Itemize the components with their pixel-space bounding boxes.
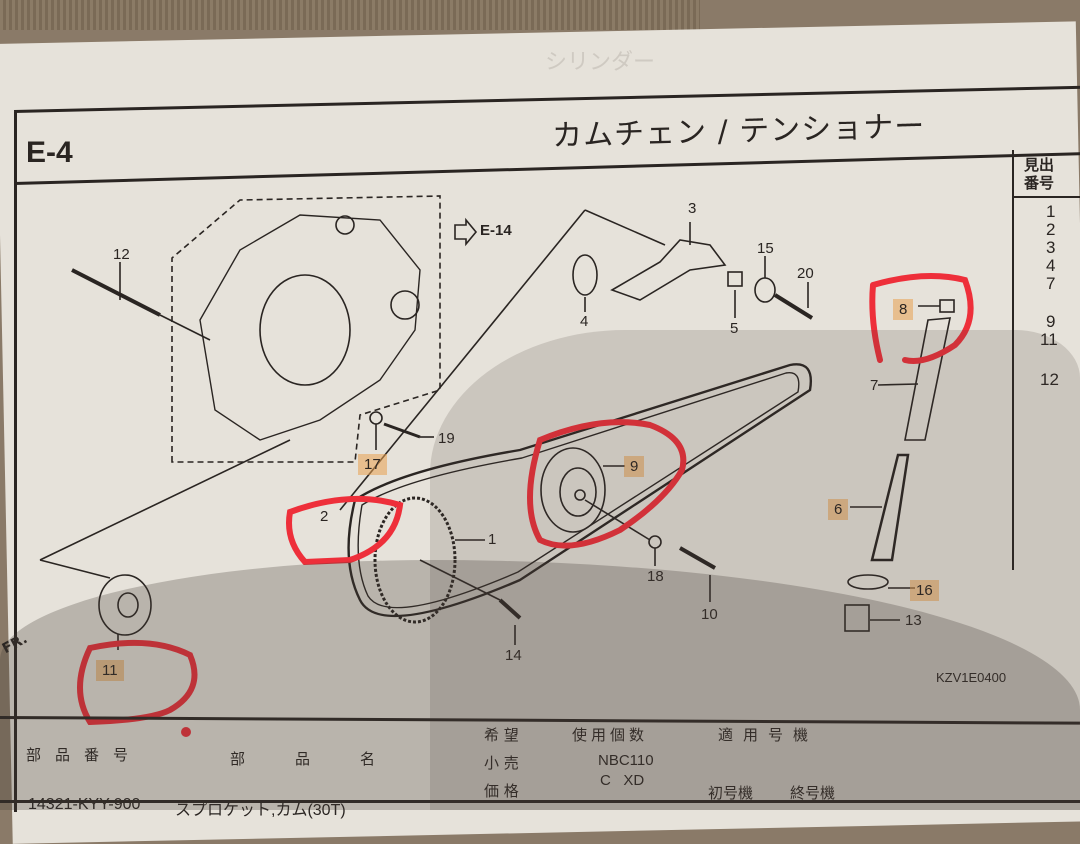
figure-code: KZV1E0400 <box>936 670 1007 685</box>
callout-18: 18 <box>647 568 664 585</box>
header-applicable-frame: 適用号機 <box>718 726 819 744</box>
page-frame <box>14 112 1080 812</box>
callout-10: 10 <box>701 606 718 623</box>
callout-15: 15 <box>757 240 774 257</box>
table-header-rule <box>0 800 1080 803</box>
callout-11: 11 <box>96 660 124 681</box>
header-model: NBC110 <box>598 752 654 769</box>
header-price-1: 希 望 <box>484 726 519 744</box>
callout-5: 5 <box>730 320 739 337</box>
callout-19: 19 <box>438 430 455 447</box>
ghost-prev-title: シリンダー <box>545 50 656 75</box>
callout-2: 2 <box>320 508 329 525</box>
header-model-variant: C XD <box>600 772 645 789</box>
header-price-3: 価 格 <box>484 782 519 800</box>
index-row: 11 <box>1040 330 1058 349</box>
index-row: 9 <box>1046 312 1056 331</box>
callout-4: 4 <box>580 313 589 330</box>
section-code: E-4 <box>26 136 73 169</box>
callout-1: 1 <box>488 531 497 548</box>
row-part-name: スプロケット,カム(30T) <box>175 802 346 819</box>
callout-16: 16 <box>910 580 939 601</box>
callout-9: 9 <box>624 456 645 477</box>
cross-reference-e14: E-14 <box>480 222 512 239</box>
exploded-diagram <box>39 195 974 737</box>
callout-17: 17 <box>358 454 387 475</box>
index-row: 3 <box>1046 238 1056 257</box>
callout-13: 13 <box>905 612 922 629</box>
header-part-name: 部品名 <box>230 750 426 768</box>
index-row: 12 <box>1040 370 1059 389</box>
index-header: 見出 番号 <box>1024 156 1055 192</box>
header-first-frame: 初号機 <box>708 784 754 802</box>
header-price-2: 小 売 <box>484 754 519 772</box>
header-part-number: 部品番号 <box>26 746 143 764</box>
index-row: 1 <box>1046 202 1056 221</box>
callout-8: 8 <box>893 299 914 320</box>
callout-6: 6 <box>828 499 849 520</box>
row-part-number: 14321-KYY-900 <box>28 796 141 813</box>
callout-7: 7 <box>870 377 879 394</box>
index-header-rule <box>1014 196 1080 198</box>
callout-12: 12 <box>113 246 130 263</box>
index-column: 見出 番号 1 2 3 4 7 9 11 12 <box>1012 150 1080 570</box>
index-row: 7 <box>1046 274 1056 293</box>
crankcase-outline <box>171 195 441 463</box>
index-row: 2 <box>1046 220 1056 239</box>
callout-3: 3 <box>688 200 697 217</box>
carpet-background <box>0 0 700 30</box>
callout-20: 20 <box>797 265 814 282</box>
index-row: 4 <box>1046 256 1056 275</box>
callout-14: 14 <box>505 647 522 664</box>
header-quantity: 使用個数 <box>572 726 649 744</box>
header-last-frame: 終号機 <box>790 784 836 802</box>
red-markings <box>77 273 974 726</box>
